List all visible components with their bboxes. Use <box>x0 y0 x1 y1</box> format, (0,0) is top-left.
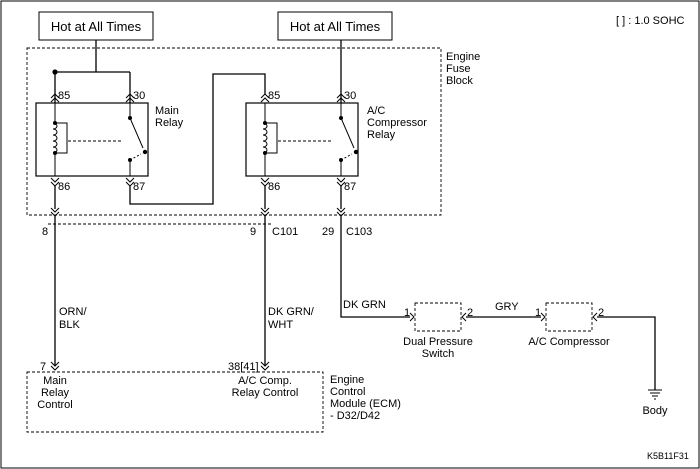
pin-29-label: 29 <box>322 226 334 238</box>
power-source-left-label: Hot at All Times <box>51 19 142 34</box>
ac-relay-label-line-1: A/C <box>367 105 385 117</box>
ac-relay-pin-86: 86 <box>268 181 280 193</box>
power-source-right-label: Hot at All Times <box>290 19 381 34</box>
ecm-main-relay-control-line-2: Relay <box>41 387 70 399</box>
fuse-block-label-line-1: Engine <box>446 51 480 63</box>
main-relay-pin-86: 86 <box>58 181 70 193</box>
ecm-label-line-3: Module (ECM) <box>330 398 401 410</box>
ecm-label-line-4: - D32/D42 <box>330 410 380 422</box>
ac-compressor: 1 2 A/C Compressor <box>528 302 610 348</box>
wire-dk-grn-wht-label-line-2: WHT <box>268 319 293 331</box>
ac-compressor-label: A/C Compressor <box>528 336 610 348</box>
main-relay: 85 30 86 87 Main Relay <box>35 40 184 193</box>
pin-8-label: 8 <box>42 226 48 238</box>
pin-9-label: 9 <box>250 226 256 238</box>
main-relay-label-line-2: Relay <box>155 117 184 129</box>
ecm-main-relay-control-line-3: Control <box>37 399 72 411</box>
main-relay-label-line-1: Main <box>155 105 179 117</box>
main-relay-pin-87: 87 <box>133 181 145 193</box>
c101-label: C101 <box>272 226 298 238</box>
wire-gry-label: GRY <box>495 301 519 313</box>
ac-compressor-relay: 85 30 86 87 A/C Compressor Relay <box>245 40 427 193</box>
wire-orn-blk-label-line-2: BLK <box>59 319 80 331</box>
engine-fuse-block-outline <box>26 47 442 216</box>
dual-pressure-switch-label-line-2: Switch <box>422 348 454 360</box>
ground-symbol <box>648 389 662 400</box>
wire-main87-to-ac85 <box>129 73 266 205</box>
main-relay-pin-30: 30 <box>133 90 145 102</box>
ac-relay-label-line-3: Relay <box>367 129 396 141</box>
figure-id: K5B11F31 <box>647 451 689 461</box>
dual-pressure-switch-pin-2: 2 <box>467 307 473 319</box>
ecm-pin-7: 7 <box>40 361 46 373</box>
ecm-label-line-1: Engine <box>330 374 364 386</box>
dual-pressure-switch-label-line-1: Dual Pressure <box>403 336 473 348</box>
power-source-right: Hot at All Times <box>277 11 393 41</box>
ecm-main-relay-control-line-1: Main <box>43 375 67 387</box>
ac-compressor-pin-2: 2 <box>598 307 604 319</box>
dual-pressure-switch: 1 2 Dual Pressure Switch <box>403 302 473 360</box>
ecm-ac-relay-control-line-1: A/C Comp. <box>238 375 292 387</box>
c103-label: C103 <box>346 226 372 238</box>
fuse-block-label-line-2: Fuse <box>446 63 470 75</box>
dual-pressure-switch-pin-1: 1 <box>404 307 410 319</box>
wire-to-ground <box>597 316 656 390</box>
legend-note: [ ] : 1.0 SOHC <box>616 15 685 27</box>
ecm-ac-relay-control-line-2: Relay Control <box>232 387 299 399</box>
ac-relay-pin-87: 87 <box>344 181 356 193</box>
wire-orn-blk-label-line-1: ORN/ <box>59 306 87 318</box>
ac-relay-pin-85: 85 <box>268 90 280 102</box>
ac-compressor-pin-1: 1 <box>535 307 541 319</box>
wire-dk-grn <box>340 216 410 318</box>
ac-relay-pin-30: 30 <box>344 90 356 102</box>
ecm: 7 38[41] Main Relay Control A/C Comp. Re… <box>26 361 401 433</box>
ecm-label-line-2: Control <box>330 386 365 398</box>
ecm-pin-38: 38[41] <box>228 361 259 373</box>
fuse-block-label-line-3: Block <box>446 75 473 87</box>
main-relay-pin-85: 85 <box>58 90 70 102</box>
wire-dk-grn-label: DK GRN <box>343 299 386 311</box>
power-source-left: Hot at All Times <box>38 11 154 41</box>
wire-dk-grn-wht-label-line-1: DK GRN/ <box>268 306 315 318</box>
ground-label: Body <box>642 405 668 417</box>
ac-relay-label-line-2: Compressor <box>367 117 427 129</box>
